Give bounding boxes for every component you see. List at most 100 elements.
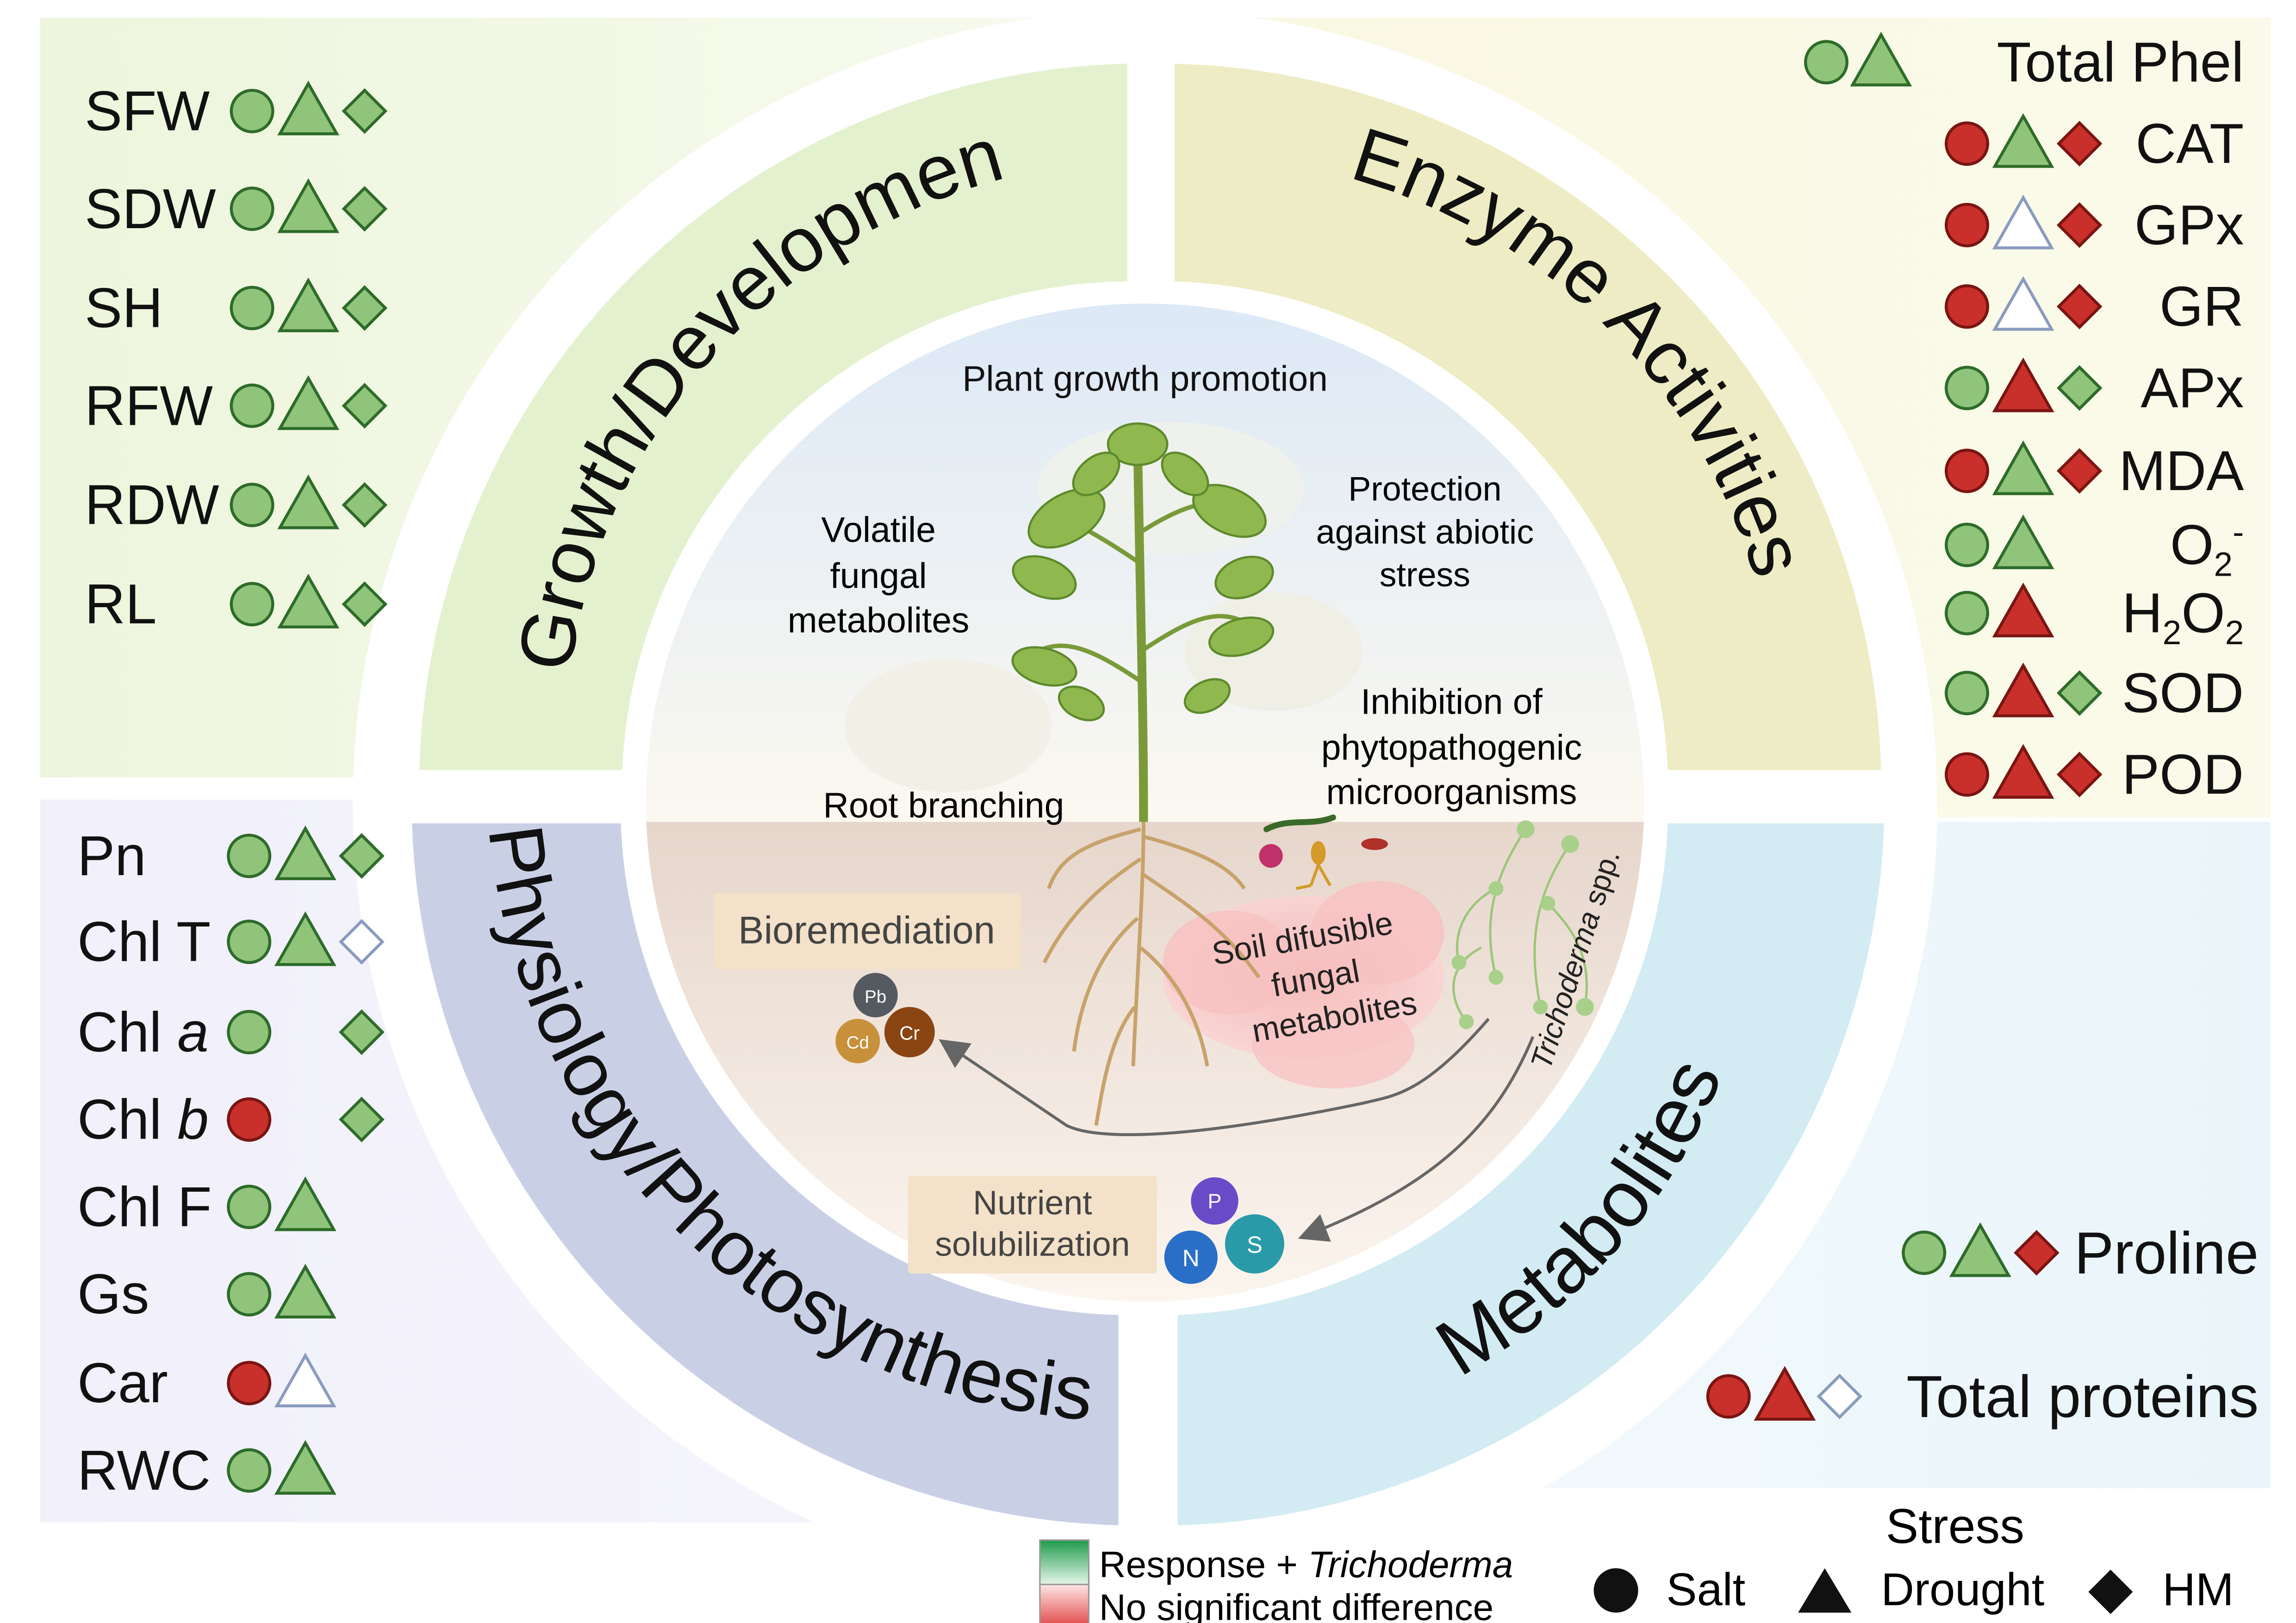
- row-label: CAT: [2135, 112, 2244, 175]
- enzyme-row: SOD: [1945, 661, 2244, 724]
- tomato-plant-icon: [1011, 422, 1275, 822]
- legend-hm: HM: [2162, 1564, 2234, 1616]
- salt-circle-icon: [1945, 448, 1989, 493]
- row-label: GPx: [2134, 193, 2244, 256]
- row-label: Chl a: [77, 1001, 209, 1063]
- root-icon: [1042, 821, 1261, 1126]
- nutrient-label-1: Nutrient: [973, 1183, 1092, 1222]
- hm-diamond-icon: [2056, 670, 2103, 716]
- drought-triangle-icon: [277, 573, 340, 628]
- enzyme-row: GR: [1945, 275, 2244, 338]
- metal-cd: Cd: [846, 1032, 869, 1052]
- salt-circle-icon: [227, 1448, 272, 1493]
- metal-ions-icon: Pb Cd Cr: [835, 973, 935, 1063]
- arrow-to-metals: [939, 1018, 1490, 1137]
- hm-diamond-icon: [342, 88, 388, 134]
- salt-circle-icon: [1945, 366, 1989, 410]
- salt-circle-icon: [1945, 522, 1989, 567]
- row-label: Chl F: [77, 1175, 212, 1238]
- row-label: SFW: [85, 80, 210, 143]
- salt-circle-icon: [230, 582, 274, 627]
- drought-triangle-icon: [277, 474, 340, 529]
- enzyme-row: POD: [1945, 743, 2244, 806]
- salt-circle-icon: [227, 1272, 272, 1317]
- nutrient-box: Nutrient solubilization: [908, 1175, 1157, 1274]
- row-label: Proline: [2074, 1220, 2259, 1287]
- salt-circle-icon: [230, 483, 274, 528]
- growth-row: SH: [85, 276, 388, 339]
- salt-circle-icon: [1945, 591, 1989, 635]
- protection-line-3: stress: [1380, 555, 1470, 594]
- salt-circle-icon: [227, 1184, 272, 1229]
- protection-line-2: against abiotic: [1316, 512, 1534, 551]
- row-label: Chl T: [77, 910, 211, 973]
- drought-triangle-icon: [1992, 194, 2054, 249]
- salt-circle-icon: [227, 1097, 272, 1142]
- physiology-row: Car: [77, 1351, 336, 1414]
- drought-triangle-icon: [274, 1352, 336, 1407]
- drought-triangle-icon: [274, 825, 336, 880]
- nutrient-label-2: solubilization: [935, 1225, 1130, 1263]
- salt-circle-icon: [227, 833, 272, 878]
- row-label: Car: [77, 1351, 168, 1414]
- legend-no-diff: No significant difference: [1099, 1587, 1493, 1623]
- drought-triangle-icon: [277, 277, 340, 332]
- salt-circle-icon: [227, 1361, 272, 1405]
- formula-part: O: [2170, 513, 2214, 576]
- volatile-line-1: Volatile: [821, 510, 936, 550]
- growth-row: RDW: [85, 473, 388, 536]
- legend-response-italic: Trichoderma: [1308, 1544, 1513, 1585]
- drought-triangle-icon: [1992, 276, 2054, 331]
- growth-list: SFW SDW SH RFW RDW RL: [85, 80, 388, 635]
- row-label: Total Phel: [1997, 31, 2244, 93]
- drought-triangle-icon: [277, 81, 340, 136]
- row-label: H2O2: [2122, 581, 2244, 652]
- row-label: SH: [85, 276, 163, 339]
- legend-drought: Drought: [1881, 1564, 2044, 1616]
- chl-prefix: Chl: [77, 1001, 177, 1063]
- hm-diamond-icon: [342, 383, 388, 429]
- growth-band: [419, 63, 1127, 770]
- salt-circle-icon: [1945, 284, 1989, 329]
- drought-triangle-icon: [274, 1176, 336, 1231]
- nutrient-ions-icon: P N S: [1164, 1177, 1284, 1284]
- hm-diamond-icon: [2056, 121, 2103, 167]
- salt-circle-icon: [227, 920, 272, 964]
- enzyme-row: H2O2: [1945, 581, 2244, 652]
- row-label: RWC: [77, 1439, 211, 1502]
- enzyme-row: MDA: [1945, 439, 2244, 502]
- hm-diamond-icon: [2088, 1569, 2133, 1614]
- drought-triangle-icon: [1850, 31, 1912, 87]
- row-label: POD: [2122, 743, 2244, 806]
- drought-triangle-icon: [1992, 744, 2054, 799]
- volatile-line-3: metabolites: [788, 600, 970, 640]
- salt-circle-icon: [230, 88, 274, 133]
- physiology-row: Chl F: [77, 1175, 336, 1238]
- hm-diamond-icon: [342, 482, 388, 528]
- hm-diamond-icon: [339, 1096, 385, 1143]
- formula-part: 2: [2214, 546, 2233, 584]
- bioremediation-label: Bioremediation: [738, 908, 995, 951]
- drought-triangle-icon: [1992, 440, 2054, 495]
- growth-row: RFW: [85, 374, 388, 437]
- hm-diamond-icon: [2056, 284, 2103, 330]
- hm-diamond-icon: [339, 919, 385, 965]
- bioremediation-box: Bioremediation: [714, 893, 1021, 970]
- inhibition-line-3: microorganisms: [1326, 772, 1577, 812]
- trichoderma-icon: [1451, 820, 1594, 1029]
- drought-triangle-icon: [1754, 1366, 1816, 1421]
- row-label: SDW: [85, 177, 216, 240]
- chl-prefix: Chl: [77, 1088, 177, 1151]
- drought-triangle-icon: [1992, 582, 2054, 638]
- hm-diamond-icon: [339, 1009, 385, 1055]
- enzyme-row: CAT: [1945, 112, 2244, 175]
- growth-row: RL: [85, 572, 388, 635]
- physiology-row: RWC: [77, 1439, 336, 1502]
- row-label: RDW: [85, 473, 219, 536]
- nutrient-s: S: [1247, 1231, 1263, 1258]
- enzyme-row: Total Phel: [1804, 31, 2244, 93]
- formula-part: -: [2233, 513, 2244, 551]
